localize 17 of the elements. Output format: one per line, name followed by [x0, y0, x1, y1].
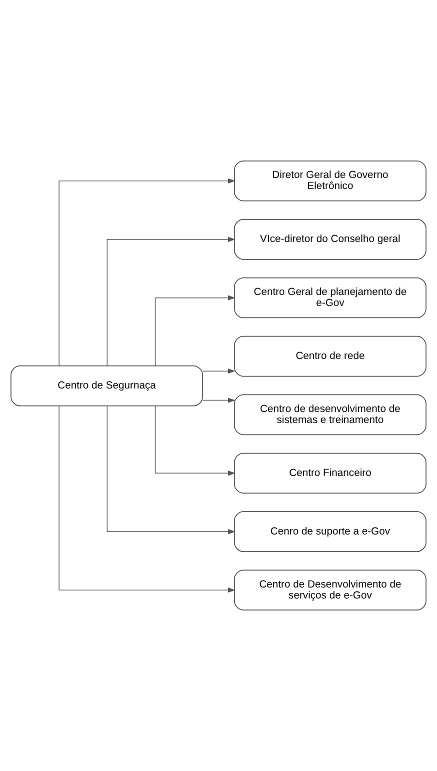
node-box: Centro de rede: [234, 336, 426, 377]
node-box: Centro de desenvolvimento de sistemas e treinamento: [234, 394, 426, 436]
node-box: Cenro de suporte a e-Gov: [234, 511, 426, 552]
node-box: Centro Geral de planejamento de e-Gov: [234, 277, 426, 318]
arrow: [106, 406, 236, 534]
arrow: [154, 406, 236, 476]
arrow: [202, 368, 236, 374]
arrow: [106, 236, 236, 366]
node-box: Diretor Geral de Governo Eletrônico: [234, 160, 426, 202]
node-box: VIce-diretor do Conselho geral: [234, 219, 426, 260]
node-box: Centro de Segurnaça: [10, 366, 203, 406]
arrow: [154, 295, 236, 366]
arrow: [58, 178, 236, 366]
arrow: [58, 406, 236, 593]
node-box: Centro de Desenvolvimento de serviços de e-Gov: [234, 570, 426, 610]
arrow: [202, 398, 236, 403]
node-box: Centro Financeiro: [234, 452, 426, 494]
